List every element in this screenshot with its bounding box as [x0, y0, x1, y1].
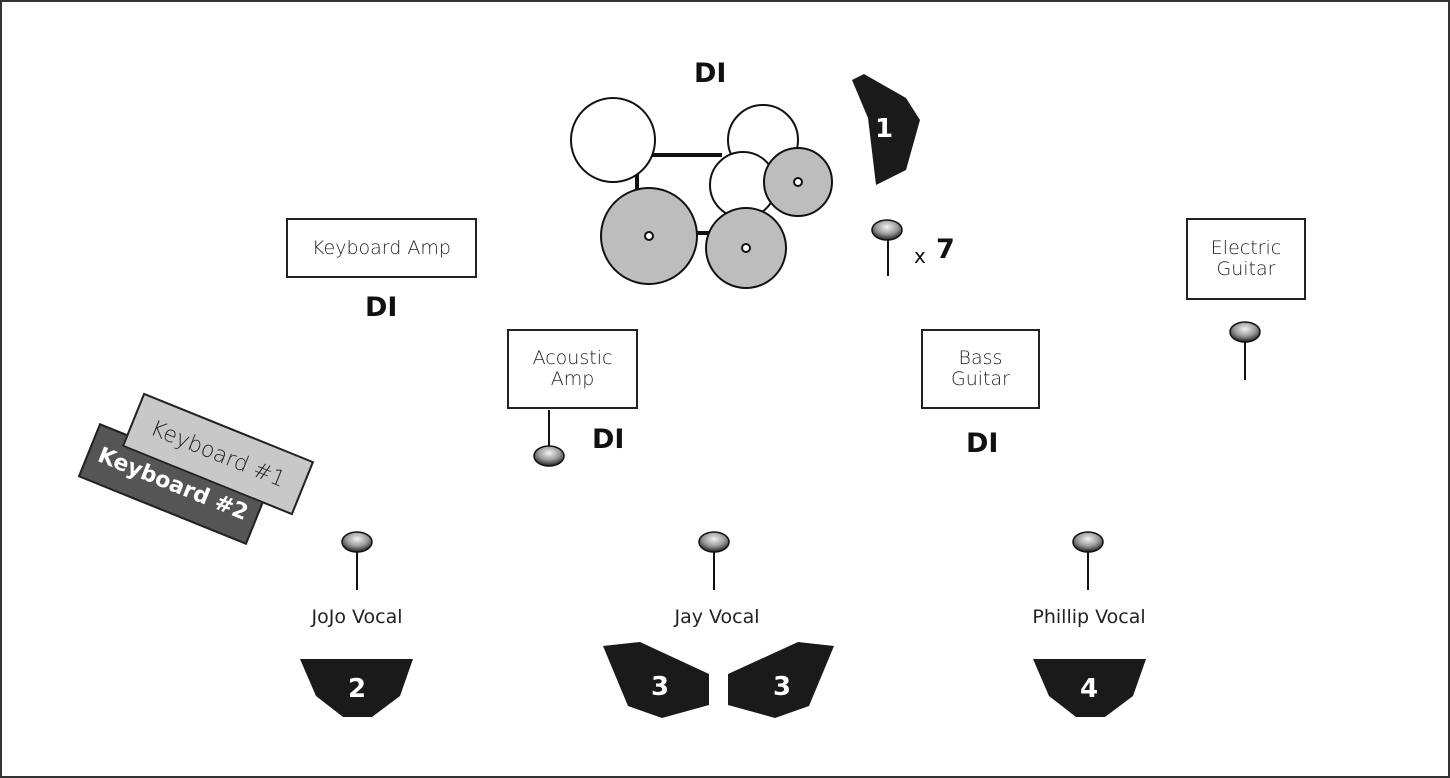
- monitor-wedge-1: 1: [852, 74, 920, 185]
- keyboard-amp-box: Keyboard Amp: [286, 218, 477, 278]
- floor-tom-center: [644, 231, 654, 241]
- acoustic-amp-di-label: DI: [592, 424, 625, 455]
- monitor-2-number: 2: [348, 674, 366, 704]
- monitor-wedge-3-left: 3: [603, 642, 709, 718]
- monitor-3a-number: 3: [651, 672, 669, 702]
- acoustic-amp-mic: [533, 410, 565, 467]
- jojo-vocal-mic: [341, 531, 373, 590]
- monitor-wedge-2: 2: [300, 659, 413, 717]
- electric-guitar-box: Electric Guitar: [1186, 218, 1306, 300]
- acoustic-amp-label-line2: Amp: [550, 368, 595, 390]
- drum-mic-multiplier: x: [914, 244, 926, 268]
- keyboard-amp-di-label: DI: [365, 292, 398, 323]
- drum-mic: [871, 219, 903, 276]
- bass-guitar-label-line2: Guitar: [951, 368, 1010, 390]
- crash-cymbal: [570, 97, 656, 183]
- electric-guitar-label-line2: Guitar: [1216, 258, 1276, 280]
- phillip-vocal-mic: [1072, 531, 1104, 590]
- bass-guitar-label-line1: Bass: [958, 347, 1003, 369]
- bass-guitar-di-label: DI: [966, 428, 999, 459]
- monitor-4-number: 4: [1080, 674, 1098, 704]
- monitor-wedge-3-right: 3: [728, 642, 834, 718]
- drums-di-label: DI: [694, 58, 727, 89]
- phillip-vocal-label: Phillip Vocal: [1032, 606, 1146, 628]
- electric-guitar-label-line1: Electric: [1210, 237, 1282, 259]
- acoustic-amp-label-line1: Acoustic: [532, 347, 613, 369]
- drum-mic-count: 7: [936, 234, 955, 265]
- monitor-wedge-4: 4: [1033, 659, 1146, 717]
- jojo-vocal-label: JoJo Vocal: [311, 606, 403, 628]
- snare-drum-center: [741, 243, 751, 253]
- monitor-3b-number: 3: [773, 672, 791, 702]
- jay-vocal-label: Jay Vocal: [674, 606, 760, 628]
- drum-kit: [570, 97, 833, 289]
- monitor-1-number: 1: [875, 114, 893, 144]
- keyboard-amp-label: Keyboard Amp: [312, 236, 451, 259]
- rack-tom-center: [793, 177, 803, 187]
- acoustic-amp-box: Acoustic Amp: [507, 329, 638, 409]
- electric-guitar-mic: [1229, 321, 1261, 380]
- jay-vocal-mic: [698, 531, 730, 590]
- bass-guitar-box: Bass Guitar: [921, 329, 1040, 409]
